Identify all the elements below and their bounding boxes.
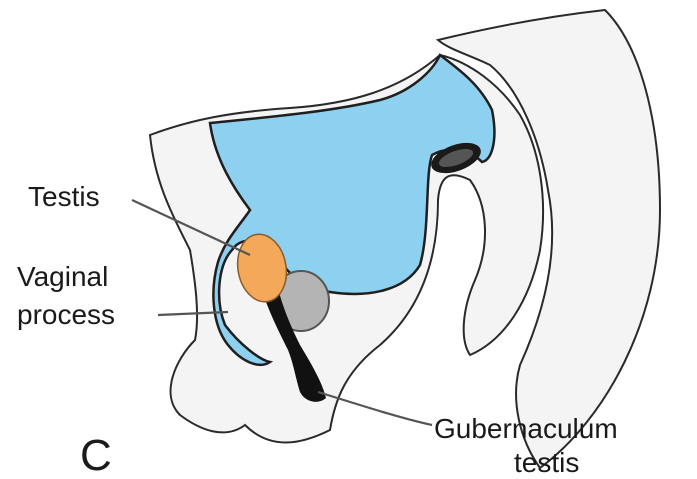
label-vaginal-line2: process [17,299,115,330]
label-vaginal-line1: Vaginal [17,261,108,292]
panel-letter: C [80,431,112,479]
label-gubernaculum-line1: Gubernaculum [434,413,618,444]
label-testis: Testis [28,181,100,212]
label-gubernaculum-line2: testis [514,447,579,478]
